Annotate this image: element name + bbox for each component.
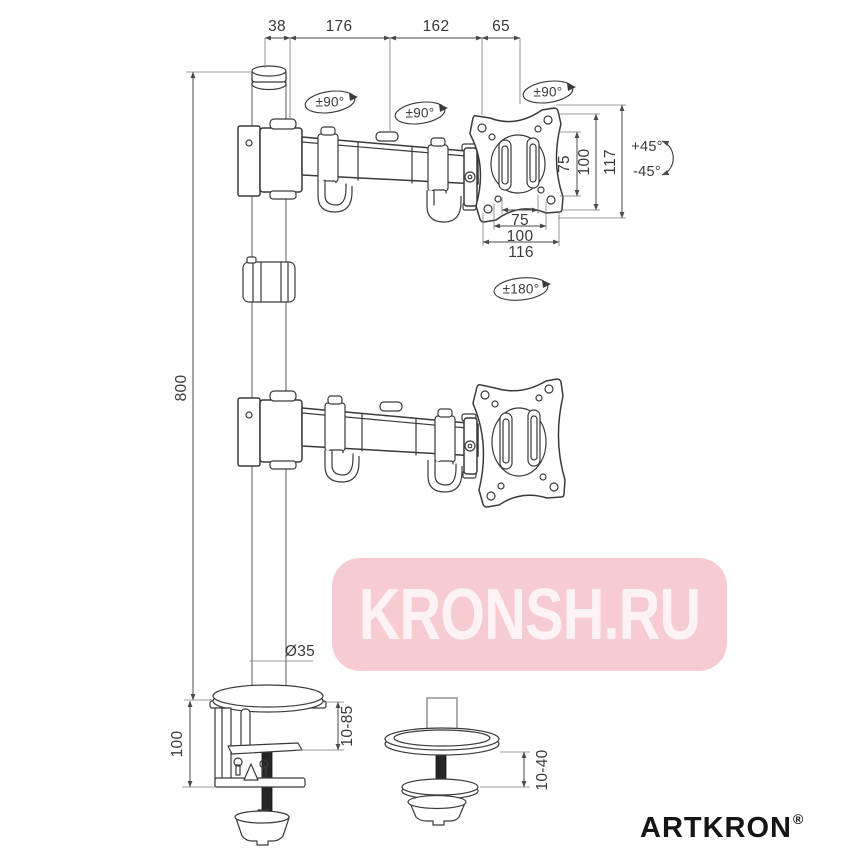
dim-pole-diameter: Ø35 [250,643,315,662]
brand-logo: ARTKRON® [640,811,805,845]
vesa-plate-front [469,107,564,223]
dim-grommet-range: 10-40 [480,749,551,791]
clamp-keyholes [233,757,269,781]
grommet-lower-disc [401,778,479,800]
dim-65-label: 65 [492,18,510,35]
second-arm-pole-clamp [237,390,303,470]
second-arm-hinge [461,413,478,479]
grommet-top-disc [384,727,500,756]
tilt-down-label: -45° [633,164,661,180]
dim-vesa-v75-label: 75 [556,155,573,173]
brand-name: ARTKRON [640,812,792,844]
vesa-slot-right [526,137,540,189]
dim-10-40-label: 10-40 [534,749,551,790]
second-arm-bar [301,407,479,457]
clamp-lower-jaw [214,777,306,788]
cable-clip-3 [324,449,360,483]
dim-176-label: 176 [326,18,353,35]
pole-cap [251,65,287,91]
cable-clip-4 [427,459,463,493]
dim-vesa-v100-label: 100 [576,149,593,176]
watermark-badge: KRONSH.RU [332,558,727,671]
dim-clamp-range: 10-85 [296,701,356,751]
tilt-up-label: +45° [631,139,663,155]
registered-trademark-icon: ® [793,811,805,827]
top-arm-joint-2 [427,137,449,197]
rotation-180: ±180° [493,277,551,301]
top-arm-cap [375,131,399,142]
clamp-upper-jaw [227,742,303,755]
top-arm-joint-1 [317,126,339,188]
dim-vesa-v117-label: 117 [602,149,619,175]
dim-vesa-horizontal: 75 100 116 [482,195,560,261]
rotation-swivel-head: ±90° [522,80,576,104]
second-arm [237,390,479,493]
dim-162-label: 162 [423,18,450,35]
second-arm-cap [379,401,403,412]
grommet-mount [384,697,500,826]
rotation-swivel-base: ±90° [304,90,358,114]
vesa-rear-slot-right [527,409,541,467]
desk-clamp [209,684,327,846]
second-arm-joint-2 [434,408,456,468]
dim-top-row: 38 176 162 65 [264,18,521,131]
top-arm-pole-clamp [237,118,303,200]
clamp-guide-pin [240,708,251,750]
dim-clamp-height: 100 [169,700,216,788]
rot90-mid-label: ±90° [405,106,434,121]
clamp-knob [234,809,290,846]
second-arm-joint-1 [324,395,346,457]
dim-38-label: 38 [268,18,286,35]
grommet-knob [407,794,467,826]
tilt-annotation: +45° -45° [631,139,674,180]
dim-vesa-h116-label: 116 [508,244,534,261]
rot90-base-label: ±90° [315,95,344,110]
cable-clip-2 [426,189,462,223]
dim-10-85-label: 10-85 [339,705,356,746]
dim-100-clamp-label: 100 [169,731,186,758]
vesa-rear-slot-left [499,412,513,470]
dim-dia35-label: Ø35 [285,643,315,660]
vesa-slot-left [498,139,512,191]
top-arm [237,118,479,223]
dim-800-label: 800 [173,375,190,402]
rot90-head-label: ±90° [533,85,562,100]
top-arm-hinge [461,143,478,211]
vesa-plate-rear [472,378,566,508]
rot180-label: ±180° [503,282,540,297]
pole-collar [242,256,296,303]
rotation-swivel-mid: ±90° [394,101,448,125]
cable-clip-1 [317,179,353,213]
watermark-text: KRONSH.RU [358,574,701,655]
pole-base-foot [212,684,324,713]
dim-vesa-vertical: 75 100 117 [556,104,626,219]
dim-pole-height: 800 [173,71,252,701]
